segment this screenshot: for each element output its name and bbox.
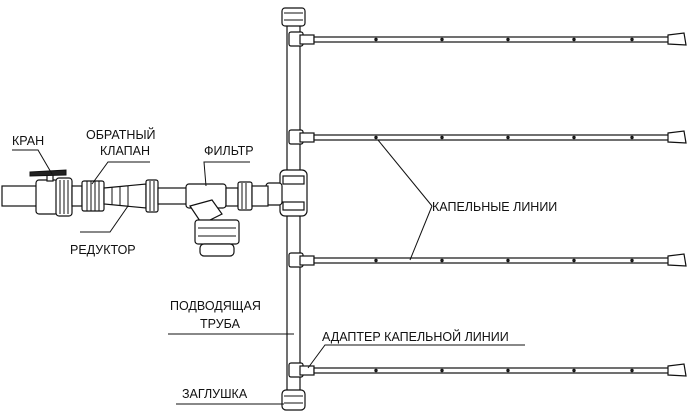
connector-pipe <box>157 187 189 205</box>
drip-line-2 <box>288 129 687 145</box>
y-filter <box>185 183 240 257</box>
end-cap <box>281 389 306 411</box>
supply-pipe-label-line1: ПОДВОДЯЩАЯ <box>170 299 261 313</box>
top-end-fitting <box>281 7 306 27</box>
drip-line-4 <box>288 362 687 378</box>
check-valve-label-line2: КЛАПАН <box>100 144 150 158</box>
tee-fitting <box>265 169 308 217</box>
inlet-pipe <box>1 185 39 207</box>
drip-line-3 <box>288 252 687 268</box>
outlet-fitting <box>225 181 269 211</box>
drip-adapter-label: АДАПТЕР КАПЕЛЬНОЙ ЛИНИИ <box>322 329 509 344</box>
check-valve <box>71 180 105 212</box>
valve-label: КРАН <box>12 134 44 148</box>
end-cap-label: ЗАГЛУШКА <box>182 387 248 401</box>
ball-valve <box>29 169 73 217</box>
check-valve-label-line1: ОБРАТНЫЙ <box>86 127 156 142</box>
filter-label: ФИЛЬТР <box>204 144 254 158</box>
supply-pipe-label-line2: ТРУБА <box>200 317 241 331</box>
pressure-reducer <box>103 179 159 213</box>
drip-lines-label: КАПЕЛЬНЫЕ ЛИНИИ <box>432 200 557 214</box>
leader-lines <box>12 139 525 405</box>
reducer-label: РЕДУКТОР <box>70 243 136 257</box>
drip-line-1 <box>288 31 687 47</box>
